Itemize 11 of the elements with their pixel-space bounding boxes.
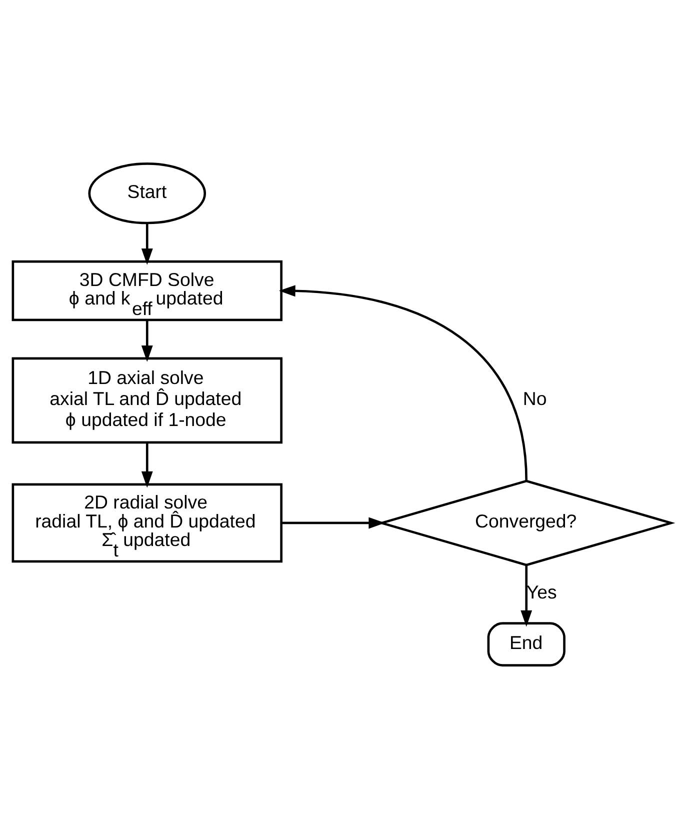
edge-label: Yes (526, 581, 557, 602)
node-box: 1D axial solve axial TL and D̂ updated ϕ updated if 1-node (12, 356, 282, 444)
arrow (282, 516, 386, 528)
arrow (520, 564, 532, 626)
arrow (141, 442, 153, 488)
node-ellipse: Start (88, 162, 206, 224)
edge-label: No (522, 387, 547, 408)
arrow (278, 284, 528, 481)
node-box: End (487, 622, 566, 666)
arrow (141, 223, 153, 264)
arrow (141, 320, 153, 362)
